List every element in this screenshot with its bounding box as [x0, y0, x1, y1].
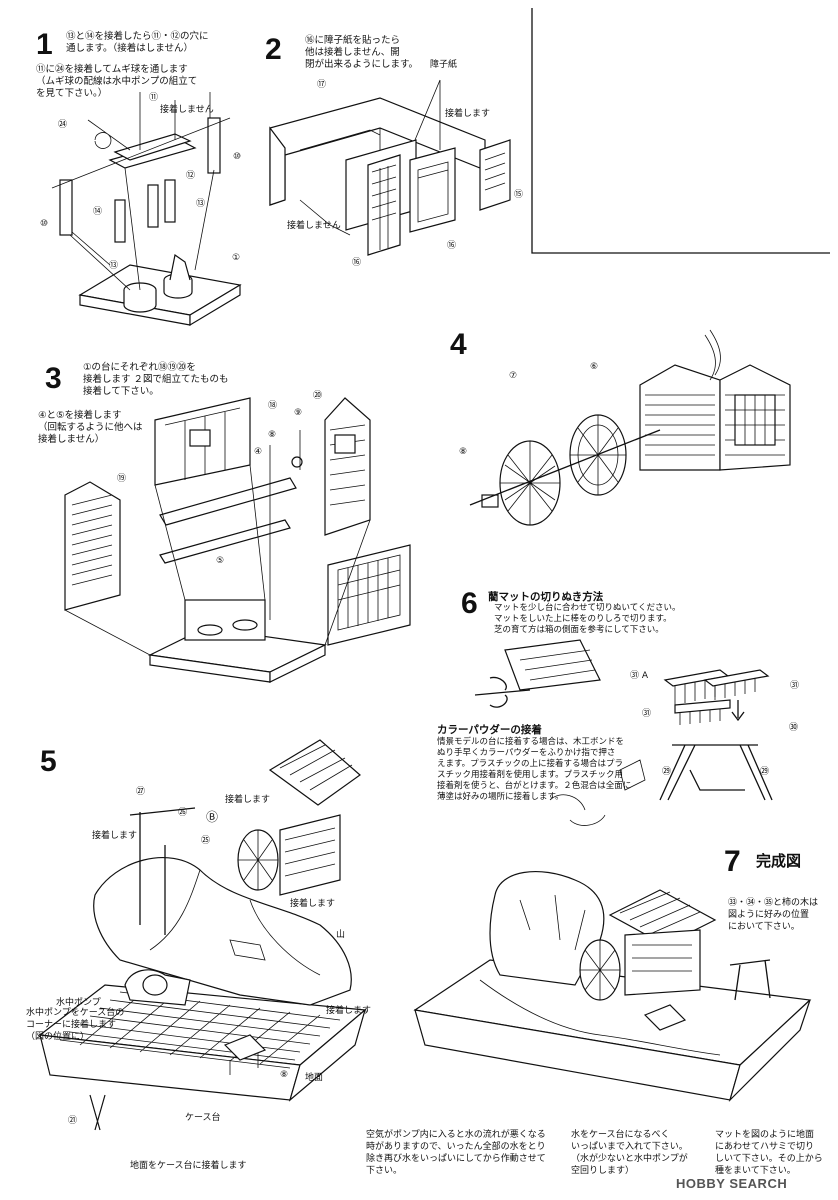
- callout-12: ⑫: [186, 171, 196, 181]
- powder-text: 情景モデルの台に接着する場合は、木工ボンドを ぬり手早くカラーパウダーをふりかけ…: [437, 737, 632, 802]
- step7-illustration: [413, 870, 812, 1103]
- callout-6: ⑥: [590, 362, 599, 372]
- callout-31b: ㉛: [642, 709, 652, 719]
- step5-pump-text: 水中ポンプをケース台の コーナーに接着します （図の位置に）: [26, 1008, 125, 1042]
- step1-no-glue-label: 接着しません: [160, 105, 214, 115]
- step6-text: マットを少し台に合わせて切りぬいてください。 マットをしいた上に棒をのりしろで切…: [494, 603, 681, 635]
- step-number-6: 6: [461, 587, 478, 620]
- callout-9: ⑨: [294, 408, 303, 418]
- powder-title: カラーパウダーの接着: [437, 724, 542, 736]
- step3-instruction: ①の台にそれぞれ⑱⑲⑳を 接着します ２図で組立てたものも 接着して下さい。: [83, 362, 229, 397]
- callout-25: ㉕: [201, 836, 211, 846]
- callout-30: ㉚: [789, 723, 799, 733]
- callout-7: ⑦: [509, 371, 518, 381]
- callout-27: ㉗: [136, 787, 146, 797]
- callout-31a: ㉛: [790, 681, 800, 691]
- callout-13b: ⑬: [109, 261, 119, 271]
- callout-4: ④: [254, 447, 263, 457]
- step2-glue-label: 接着します: [445, 109, 491, 119]
- step6-title: 藺マットの切りぬき方法: [488, 591, 604, 603]
- callout-14: ⑭: [93, 207, 103, 217]
- step-number-1: 1: [36, 28, 53, 61]
- step1-note: ⑪に㉔を接着してムギ球を通します （ムギ球の配線は水中ポンプの組立て を見て下さ…: [36, 64, 198, 99]
- step6-a-label: ㉛ A: [630, 671, 649, 681]
- callout-20: ⑳: [313, 391, 323, 401]
- step5-glue-label-1: 接着します: [225, 795, 271, 805]
- step5-case-label: ケース台: [185, 1113, 221, 1123]
- step2-illustration: [269, 79, 511, 256]
- step5-ground-label: 地面: [305, 1073, 324, 1083]
- callout-21: ㉑: [68, 1116, 78, 1126]
- callout-29b: ㉙: [760, 767, 770, 777]
- step5-glue-label-3: 接着します: [290, 899, 336, 909]
- callout-16a: ⑯: [447, 241, 457, 251]
- hobby-search-watermark: HOBBY SEARCH: [676, 1176, 788, 1191]
- callout-5: ⑤: [216, 556, 225, 566]
- callout-16b: ⑯: [352, 258, 362, 268]
- step3-note: ④と⑤を接着します （回転するように他へは 接着しません）: [38, 410, 143, 445]
- callout-8c: ⑧: [280, 1070, 289, 1080]
- callout-11: ⑪: [149, 93, 159, 103]
- step2-paper-label: 障子紙: [430, 60, 458, 70]
- step5-b-marker: Ⓑ: [206, 810, 219, 824]
- step5-glue-label-2: 接着します: [92, 831, 138, 841]
- step7-title: 完成図: [756, 852, 802, 870]
- section-divider: [531, 8, 830, 254]
- step1-instruction: ⑬と⑭を接着したら⑪・⑫の穴に 通します。（接着はしません）: [66, 31, 209, 54]
- callout-13: ⑬: [196, 199, 206, 209]
- step5-glue-label-4: 接着します: [326, 1006, 372, 1016]
- step4-illustration: [469, 329, 791, 526]
- step5-illustration: [38, 739, 367, 1131]
- callout-18: ⑱: [268, 401, 278, 411]
- callout-8a: ⑧: [268, 430, 277, 440]
- footer-water-note: 空気がポンプ内に入ると水の流れが悪くなる 時がありますので、いったん全部の水をと…: [366, 1130, 546, 1176]
- step-number-3: 3: [45, 362, 62, 395]
- callout-29a: ㉙: [662, 767, 672, 777]
- callout-8b: ⑧: [459, 447, 468, 457]
- callout-10a: ⑩: [233, 152, 242, 162]
- step-number-7: 7: [724, 845, 741, 878]
- callout-19: ⑲: [117, 474, 127, 484]
- step2-no-glue-label: 接着しません: [287, 221, 341, 231]
- callout-17: ⑰: [317, 80, 327, 90]
- step6-illustration: [474, 639, 773, 826]
- callout-1: ①: [232, 253, 241, 263]
- step3-illustration: [64, 397, 411, 683]
- step1-illustration: [51, 92, 242, 327]
- step-number-5: 5: [40, 745, 57, 778]
- callout-10b: ⑩: [40, 219, 49, 229]
- callout-26: ㉖: [178, 808, 188, 818]
- step-number-2: 2: [265, 33, 282, 66]
- footer-case-note: 水をケース台になるべく いっぱいまで入れて下さい。 （水が少ないと水中ポンプが …: [571, 1130, 688, 1176]
- step7-note: ㉝・㉞・㉟と柿の木は 図ように好みの位置 において下さい。: [728, 898, 819, 932]
- step-number-4: 4: [450, 328, 467, 361]
- footer-mat-note: マットを図のように地面 にあわせてハサミで切り しいて下さい。その上から 種をま…: [715, 1130, 823, 1176]
- step5-pump-label: 水中ポンプ: [56, 998, 101, 1008]
- callout-15: ⑮: [514, 190, 524, 200]
- callout-24: ㉔: [58, 120, 68, 130]
- step2-instruction: ⑯に障子紙を貼ったら 他は接着しません、開 閉が出来るようにします。: [305, 35, 419, 70]
- step5-mountain-label: 山: [336, 930, 346, 940]
- step5-bottom-note: 地面をケース台に接着します: [130, 1161, 247, 1171]
